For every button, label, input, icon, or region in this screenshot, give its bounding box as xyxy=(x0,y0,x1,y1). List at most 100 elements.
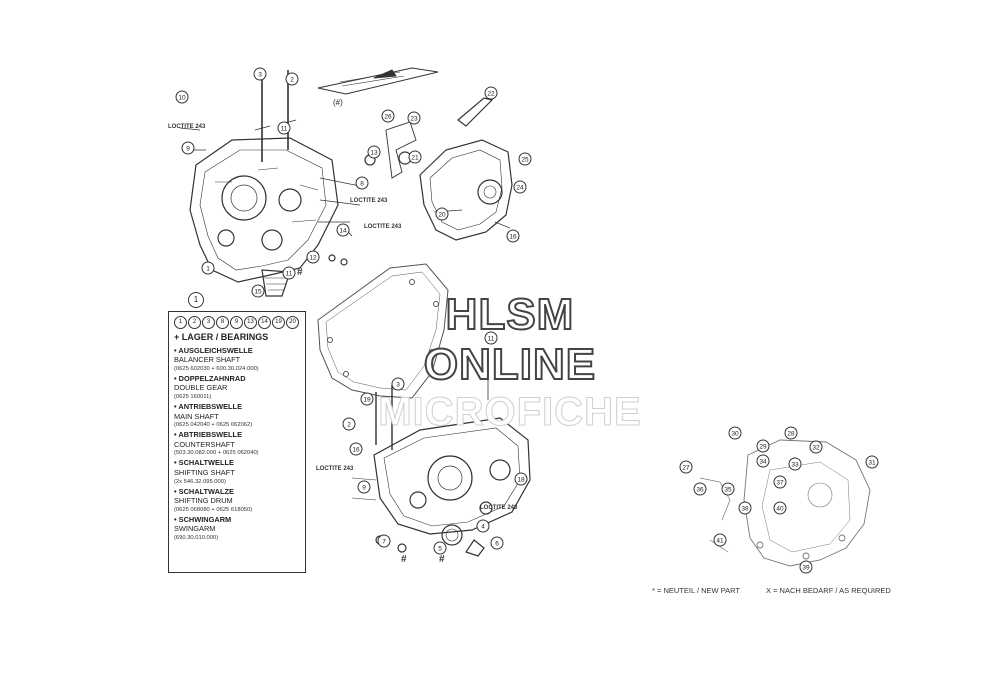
loctite-label: LOCTITE 243 xyxy=(168,124,206,130)
callout-number: 31 xyxy=(868,459,876,466)
legend-item-number: 3 xyxy=(202,316,215,329)
callout-number: 16 xyxy=(352,446,360,453)
callout-number: 35 xyxy=(724,486,732,493)
callout-number: 40 xyxy=(776,505,784,512)
callout-bubble: 36 xyxy=(693,482,707,496)
callout-bubble: 9 xyxy=(181,141,195,155)
callout-circle xyxy=(181,141,195,155)
callout-circle xyxy=(377,534,391,548)
callout-bubble: 11 xyxy=(282,266,296,280)
callout-circle xyxy=(490,536,504,550)
callout-number: 16 xyxy=(509,233,517,240)
legend-item-number: 2 xyxy=(188,316,201,329)
stamp-label: (#) xyxy=(333,98,343,107)
callout-number: 36 xyxy=(696,486,704,493)
callout-circle xyxy=(357,480,371,494)
callout-number: 7 xyxy=(382,538,386,545)
legend-entry-text: BALANCER SHAFT xyxy=(174,355,241,365)
legend-ref-number: 1 xyxy=(188,292,204,308)
callout-bubble: 40 xyxy=(773,501,787,515)
callout-bubble: 39 xyxy=(799,560,813,574)
callout-bubble: 31 xyxy=(865,455,879,469)
gasket xyxy=(317,263,449,399)
callout-circle xyxy=(728,426,742,440)
callout-circle xyxy=(484,331,498,345)
callout-number: 26 xyxy=(384,113,392,120)
legend-part-numbers: (0625 042040 + 0625 062062) xyxy=(174,422,253,429)
callout-circle xyxy=(306,250,320,264)
callout-circle xyxy=(784,426,798,440)
callout-circle xyxy=(336,223,350,237)
legend-entry-text: • ABTRIEBSWELLE xyxy=(174,430,243,440)
callout-number: 39 xyxy=(802,564,810,571)
hash-mark: # xyxy=(297,267,303,278)
callout-bubble: 7 xyxy=(377,534,391,548)
hash-mark: # xyxy=(439,554,445,565)
callout-bubble: 41 xyxy=(713,533,727,547)
legend-entry-text: • SCHALTWELLE xyxy=(174,458,234,468)
legend-entry-text: SHIFTING DRUM xyxy=(174,496,233,506)
callout-circle xyxy=(513,180,527,194)
callout-bubble: 21 xyxy=(408,150,422,164)
loctite-label: LOCTITE 243 xyxy=(480,505,518,511)
callout-number: 21 xyxy=(411,154,419,161)
callout-circle xyxy=(773,475,787,489)
callout-number: 18 xyxy=(517,476,525,483)
callout-circle xyxy=(799,560,813,574)
callout-circle xyxy=(251,284,265,298)
callout-bubble: 10 xyxy=(175,90,189,104)
callout-circle xyxy=(342,417,356,431)
callout-number: 11 xyxy=(281,125,288,132)
callout-bubble: 22 xyxy=(484,86,498,100)
legend-entry-text: SHIFTING SHAFT xyxy=(174,467,235,477)
callout-number: 4 xyxy=(481,523,485,530)
legend-entry-text: • DOPPELZAHNRAD xyxy=(174,373,246,383)
legend-item-number: 8 xyxy=(216,316,229,329)
callout-bubble: 32 xyxy=(809,440,823,454)
callout-number: 22 xyxy=(487,90,495,97)
callout-number: 38 xyxy=(741,505,749,512)
callout-circle xyxy=(756,439,770,453)
callout-bubble: 5 xyxy=(433,541,447,555)
callout-number: 30 xyxy=(731,430,739,437)
callout-bubble: 6 xyxy=(490,536,504,550)
callout-number: 23 xyxy=(410,115,418,122)
callout-circle xyxy=(349,442,363,456)
callout-number: 29 xyxy=(759,443,767,450)
callout-number: 27 xyxy=(682,464,690,471)
callout-bubble: 34 xyxy=(756,454,770,468)
callout-circle xyxy=(367,145,381,159)
callout-bubble: 16 xyxy=(506,229,520,243)
callout-circle xyxy=(408,150,422,164)
callout-circle xyxy=(201,261,215,275)
callout-number: 10 xyxy=(178,94,186,101)
callout-bubble: 18 xyxy=(514,472,528,486)
callout-circle xyxy=(253,67,267,81)
callout-bubble: 25 xyxy=(518,152,532,166)
callout-circle xyxy=(476,519,490,533)
legend-heading-text: LAGER / BEARINGS xyxy=(181,332,269,342)
stamp-plate xyxy=(317,67,439,95)
callout-number: 2 xyxy=(347,421,351,428)
legend-entry-text: DOUBLE GEAR xyxy=(174,383,228,393)
callout-circle xyxy=(381,109,395,123)
loctite-label: LOCTITE 243 xyxy=(364,224,402,230)
callout-circle xyxy=(679,460,693,474)
callout-bubble: 26 xyxy=(381,109,395,123)
callout-number: 11 xyxy=(286,270,293,277)
callout-circle xyxy=(407,111,421,125)
legend-item-number: 19 xyxy=(272,316,285,329)
legend-part-numbers: (0625 068080 + 0625 618050) xyxy=(174,506,253,513)
callout-bubble: 29 xyxy=(756,439,770,453)
legend-part-numbers: (0625 160011) xyxy=(174,393,212,400)
callout-bubble: 23 xyxy=(407,111,421,125)
